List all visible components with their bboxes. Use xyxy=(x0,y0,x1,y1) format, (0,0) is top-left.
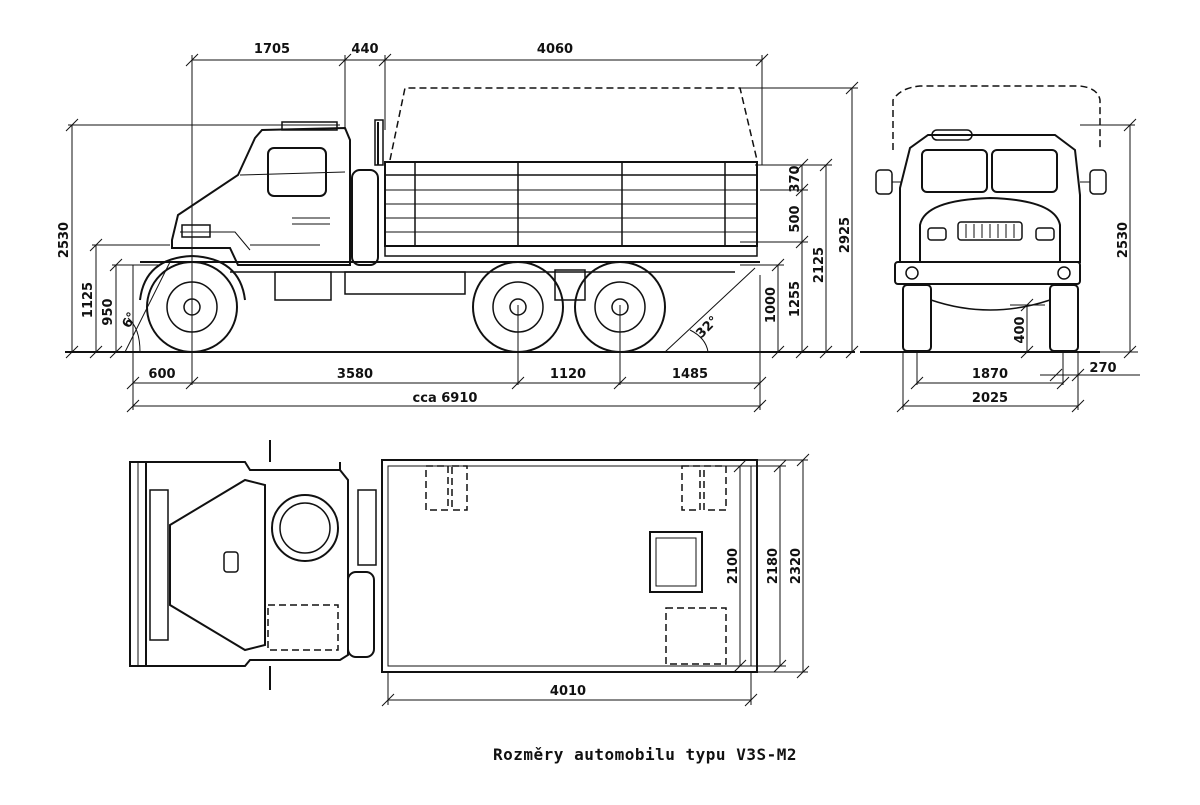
dim-wheelbase-front: 3580 xyxy=(337,367,373,382)
dim-bed-outer-width: 2180 xyxy=(766,548,781,584)
dim-bed-inner-width: 2100 xyxy=(726,548,741,584)
dim-h1000: 1000 xyxy=(764,287,779,323)
dim-h1255: 1255 xyxy=(788,281,803,317)
dim-top-bed-length: 4010 xyxy=(550,684,586,699)
dim-h2125: 2125 xyxy=(812,247,827,283)
dim-front-height: 2530 xyxy=(1116,222,1131,258)
front-wheel xyxy=(139,254,246,353)
dim-cab-height: 2530 xyxy=(57,222,72,258)
dim-h370: 370 xyxy=(788,165,803,192)
dim-hood-length: 1705 xyxy=(254,42,290,57)
dim-track-width: 1870 xyxy=(972,367,1008,382)
dim-h1125: 1125 xyxy=(81,282,96,318)
drawing-caption: Rozměry automobilu typu V3S-M2 xyxy=(493,745,797,764)
rear-wheel-1 xyxy=(472,261,564,353)
front-view: 1870 270 2025 400 2530 xyxy=(860,85,1140,413)
dim-cab-gap: 440 xyxy=(351,42,378,57)
dim-wheelbase-rear: 1120 xyxy=(550,367,586,382)
dim-front-overhang: 600 xyxy=(148,367,175,382)
dim-tire-width: 270 xyxy=(1089,361,1116,376)
dim-ground-clearance: 400 xyxy=(1013,316,1028,343)
dim-bed-length: 4060 xyxy=(537,42,573,57)
dim-h2925: 2925 xyxy=(838,217,853,253)
top-view: 2100 2180 2320 4010 xyxy=(129,440,810,707)
rear-wheel-2 xyxy=(574,261,666,353)
dim-rear-overhang: 1485 xyxy=(672,367,708,382)
dim-overall-length: cca 6910 xyxy=(413,391,478,406)
dim-h950: 950 xyxy=(101,298,116,325)
dim-approach-angle: 6° xyxy=(120,310,141,331)
dim-departure-angle: 32° xyxy=(694,314,722,342)
dim-h500: 500 xyxy=(788,205,803,232)
dim-overall-width: 2025 xyxy=(972,391,1008,406)
side-view: 1705 440 4060 600 3580 1120 1485 cca 691… xyxy=(57,42,859,413)
dim-total-width: 2320 xyxy=(789,548,804,584)
